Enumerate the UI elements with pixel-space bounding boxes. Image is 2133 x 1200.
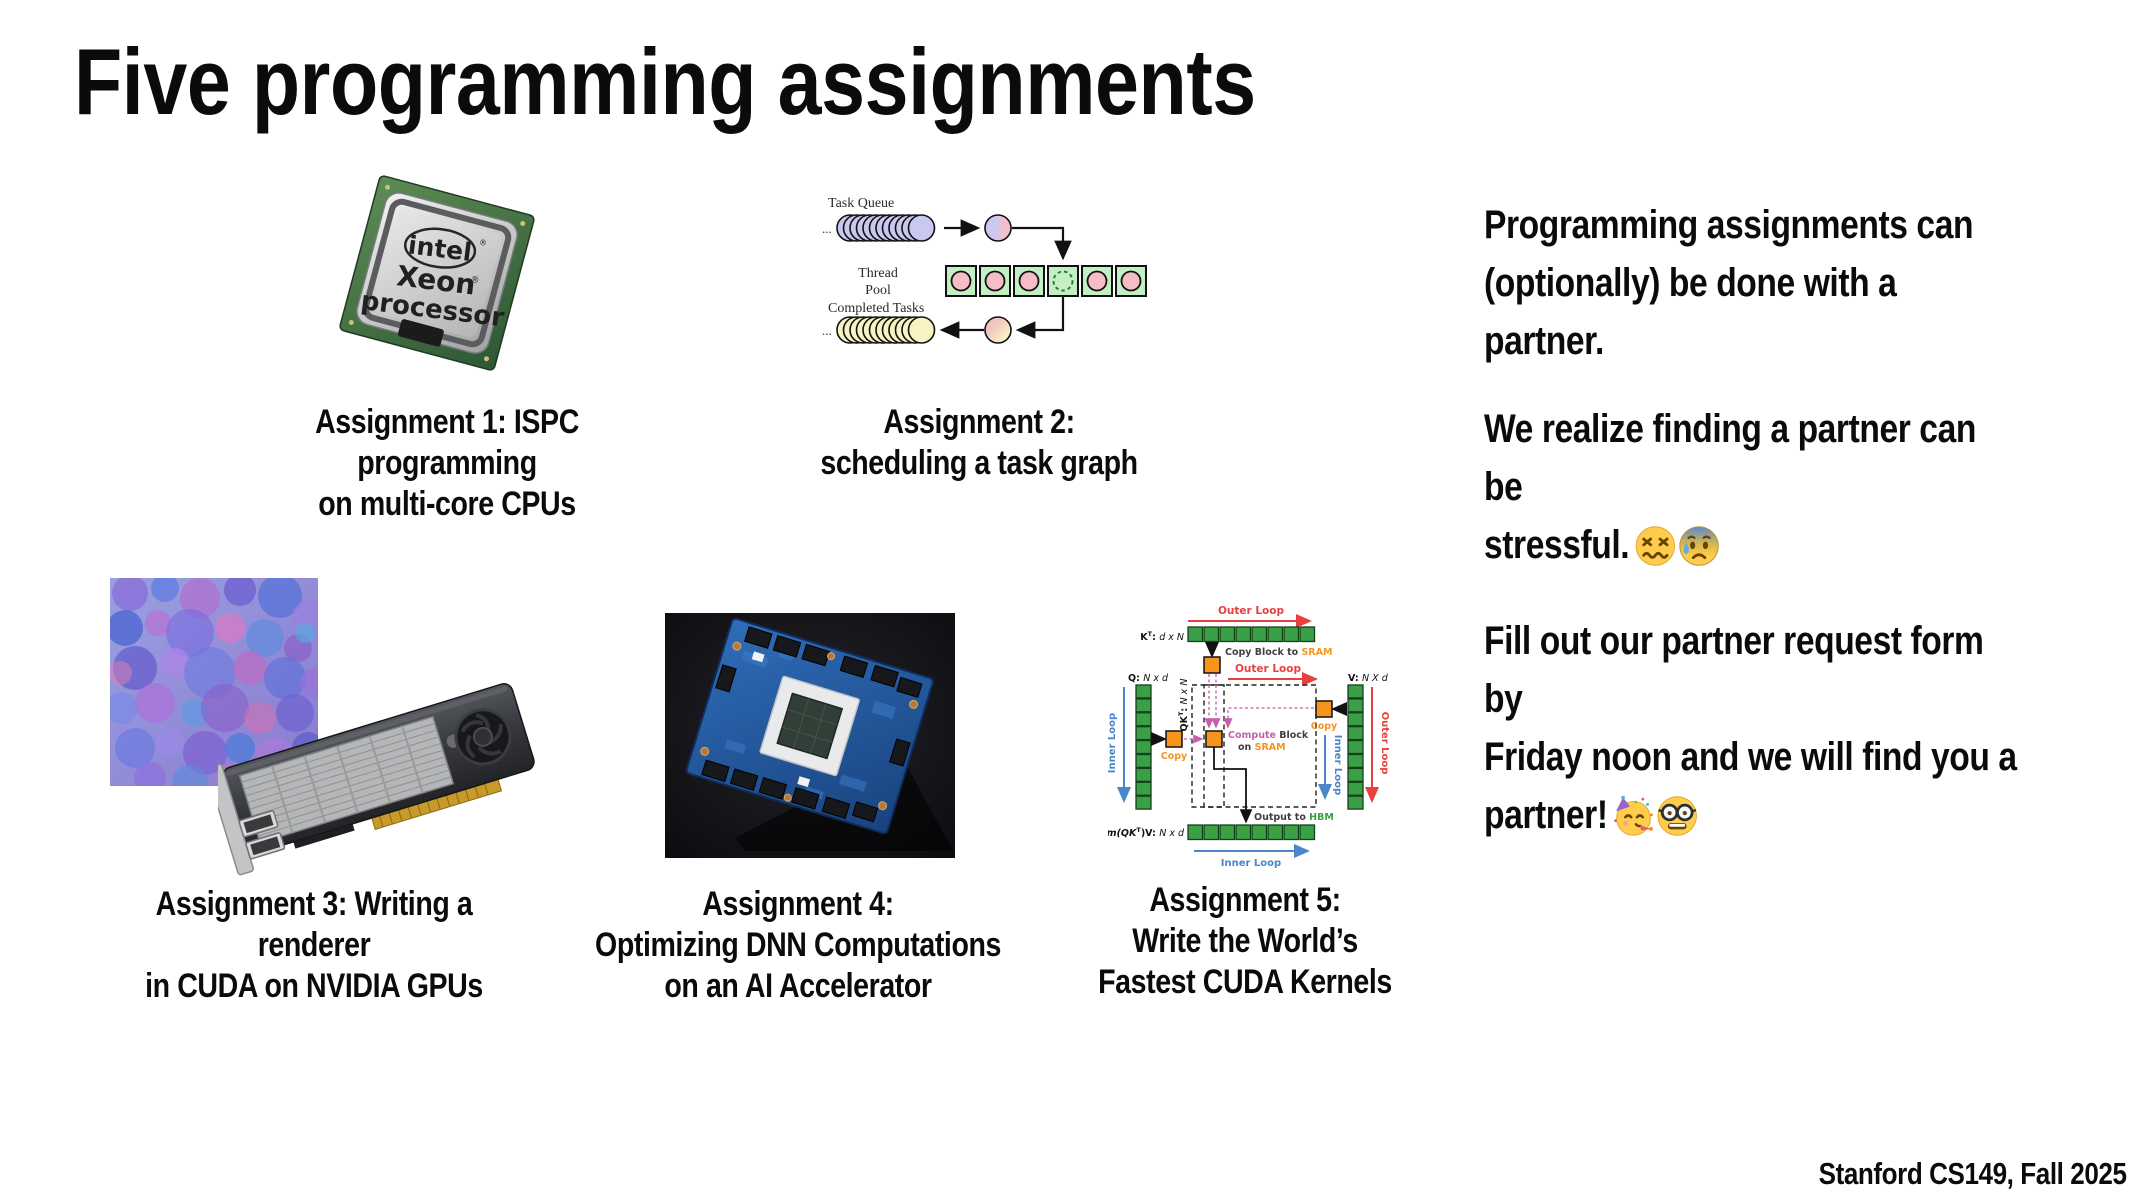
compute-block-label: Compute Block [1228,730,1309,741]
caption-line: Assignment 4: [702,885,894,923]
caption-line: in CUDA on NVIDIA GPUs [145,967,483,1005]
thread-pool-label-2: Pool [865,283,891,298]
anxious-face-with-sweat-emoji [1679,526,1719,566]
bokeh-circles-graphic [106,574,330,801]
assignment4-caption: Assignment 4: Optimizing DNN Computation… [548,884,1048,1007]
note-partner-optional: Programming assignments can (optionally)… [1484,196,2022,370]
output-blocks [1187,824,1316,841]
caption-line: Assignment 1: ISPC programming [315,403,594,482]
thread-pool-label-1: Thread [858,266,898,281]
bokeh-circles [106,574,330,801]
note-finding-partner: We realize finding a partner can be stre… [1484,400,2022,574]
note-line: partner! [1484,786,2022,844]
k-matrix-label: KT: d x N [1140,630,1184,643]
flash-attention-graphic: Outer Loop KT: d x N Copy Block to SRAM … [1101,605,1390,869]
assignment5-caption: Assignment 5: Write the World’s Fastest … [1035,880,1455,1003]
nerd-face-emoji [1657,796,1698,836]
flash-attention-diagram: Outer Loop KT: d x N Copy Block to SRAM … [1101,593,1400,886]
intel-xeon-chip-image: intel ® Xeon ® processor [325,168,555,398]
note-line-text: stressful. [1484,523,1630,567]
note-line: stressful. [1484,516,2022,574]
caption-line: Assignment 2: [883,403,1075,441]
footer-course-label: Stanford CS149, Fall 2025 [1819,1156,2127,1191]
on-sram-label: on SRAM [1238,742,1286,753]
assignment3-caption: Assignment 3: Writing a renderer in CUDA… [64,884,564,1007]
nvidia-gpu-graphic [205,683,535,876]
caption-line: Fastest CUDA Kernels [1098,963,1392,1001]
ai-accelerator-image [665,613,955,863]
page-title: Five programming assignments [74,29,1256,134]
thread-pool-squares [945,265,1147,297]
assignment1-caption: Assignment 1: ISPC programming on multi-… [197,402,697,525]
dequeued-task-circle [984,214,1012,242]
sram-compute-block [1205,730,1223,748]
caption-line: on an AI Accelerator [664,967,932,1005]
ellipsis: ... [822,221,832,236]
assignment2-caption: Assignment 2: scheduling a task graph [779,402,1179,484]
inner-loop-label-bottom: Inner Loop [1221,858,1281,869]
copy-label-v: Copy [1311,721,1338,732]
caption-line: Write the World’s [1132,922,1358,960]
caption-line: Optimizing DNN Computations [595,926,1001,964]
caption-line: on multi-core CPUs [318,485,576,523]
q-blocks [1135,684,1152,810]
task-queue-diagram: Task Queue ... Thread Pool [818,190,1162,367]
inner-loop-label-left: Inner Loop [1108,713,1118,773]
confounded-face-emoji [1635,526,1675,566]
intel-xeon-chip-graphic: intel ® Xeon ® processor [339,175,535,371]
completed-tasks-label: Completed Tasks [828,301,924,316]
task-queue-diagram-graphic: Task Queue ... Thread Pool [822,196,1147,344]
renderer-output-image [106,574,330,801]
note-line: Fill out our partner request form by [1484,619,1993,721]
note-partner-form: Fill out our partner request form by Fri… [1484,612,2022,844]
inner-loop-label-right: Inner Loop [1332,735,1343,795]
note-line-text: partner! [1484,793,1608,837]
v-matrix-label: V: N X d [1348,673,1389,684]
sram-copy-block-q [1165,730,1183,748]
copy-label-q: Copy [1161,751,1188,762]
task-queue-label: Task Queue [828,196,894,211]
v-blocks [1347,684,1364,810]
board-components [701,626,923,823]
sram-copy-block-k [1203,656,1221,674]
note-line: We realize finding a partner can be [1484,407,1985,509]
xeon-reg-mark: ® [470,275,480,286]
q-matrix-label: Q: N x d [1128,673,1169,684]
ellipsis: ... [822,323,832,338]
outer-loop-label-top: Outer Loop [1218,605,1284,617]
ai-accelerator-graphic [665,613,955,858]
outer-loop-label-right: Outer Loop [1379,712,1390,775]
task-queue-circles [836,214,936,242]
output-to-hbm-label: Output to HBM [1254,812,1334,823]
finished-task-circle [984,316,1012,344]
copy-block-to-sram-label: Copy Block to SRAM [1225,647,1332,658]
nvidia-gpu-image [205,660,538,890]
caption-line: Assignment 5: [1149,881,1341,919]
intel-reg-mark: ® [478,238,487,248]
completed-tasks-circles [836,316,936,344]
note-line: Programming assignments can [1484,203,1974,247]
softmax-output-label: sm(QKT)V: N x d [1108,826,1185,839]
idle-worker-dashed-circle [1052,270,1074,292]
chip-die [776,692,844,760]
caption-line: Assignment 3: Writing a renderer [155,885,480,964]
qkt-matrix-label: QKT: N x N [1177,679,1190,732]
caption-line: scheduling a task graph [820,444,1138,482]
note-line: Friday noon and we will find you a [1484,735,2017,779]
partying-face-emoji [1614,795,1654,836]
k-blocks [1187,626,1316,643]
outer-loop-label-mid: Outer Loop [1235,663,1301,675]
sram-copy-block-v [1315,700,1333,718]
note-line: (optionally) be done with a partner. [1484,261,1906,363]
